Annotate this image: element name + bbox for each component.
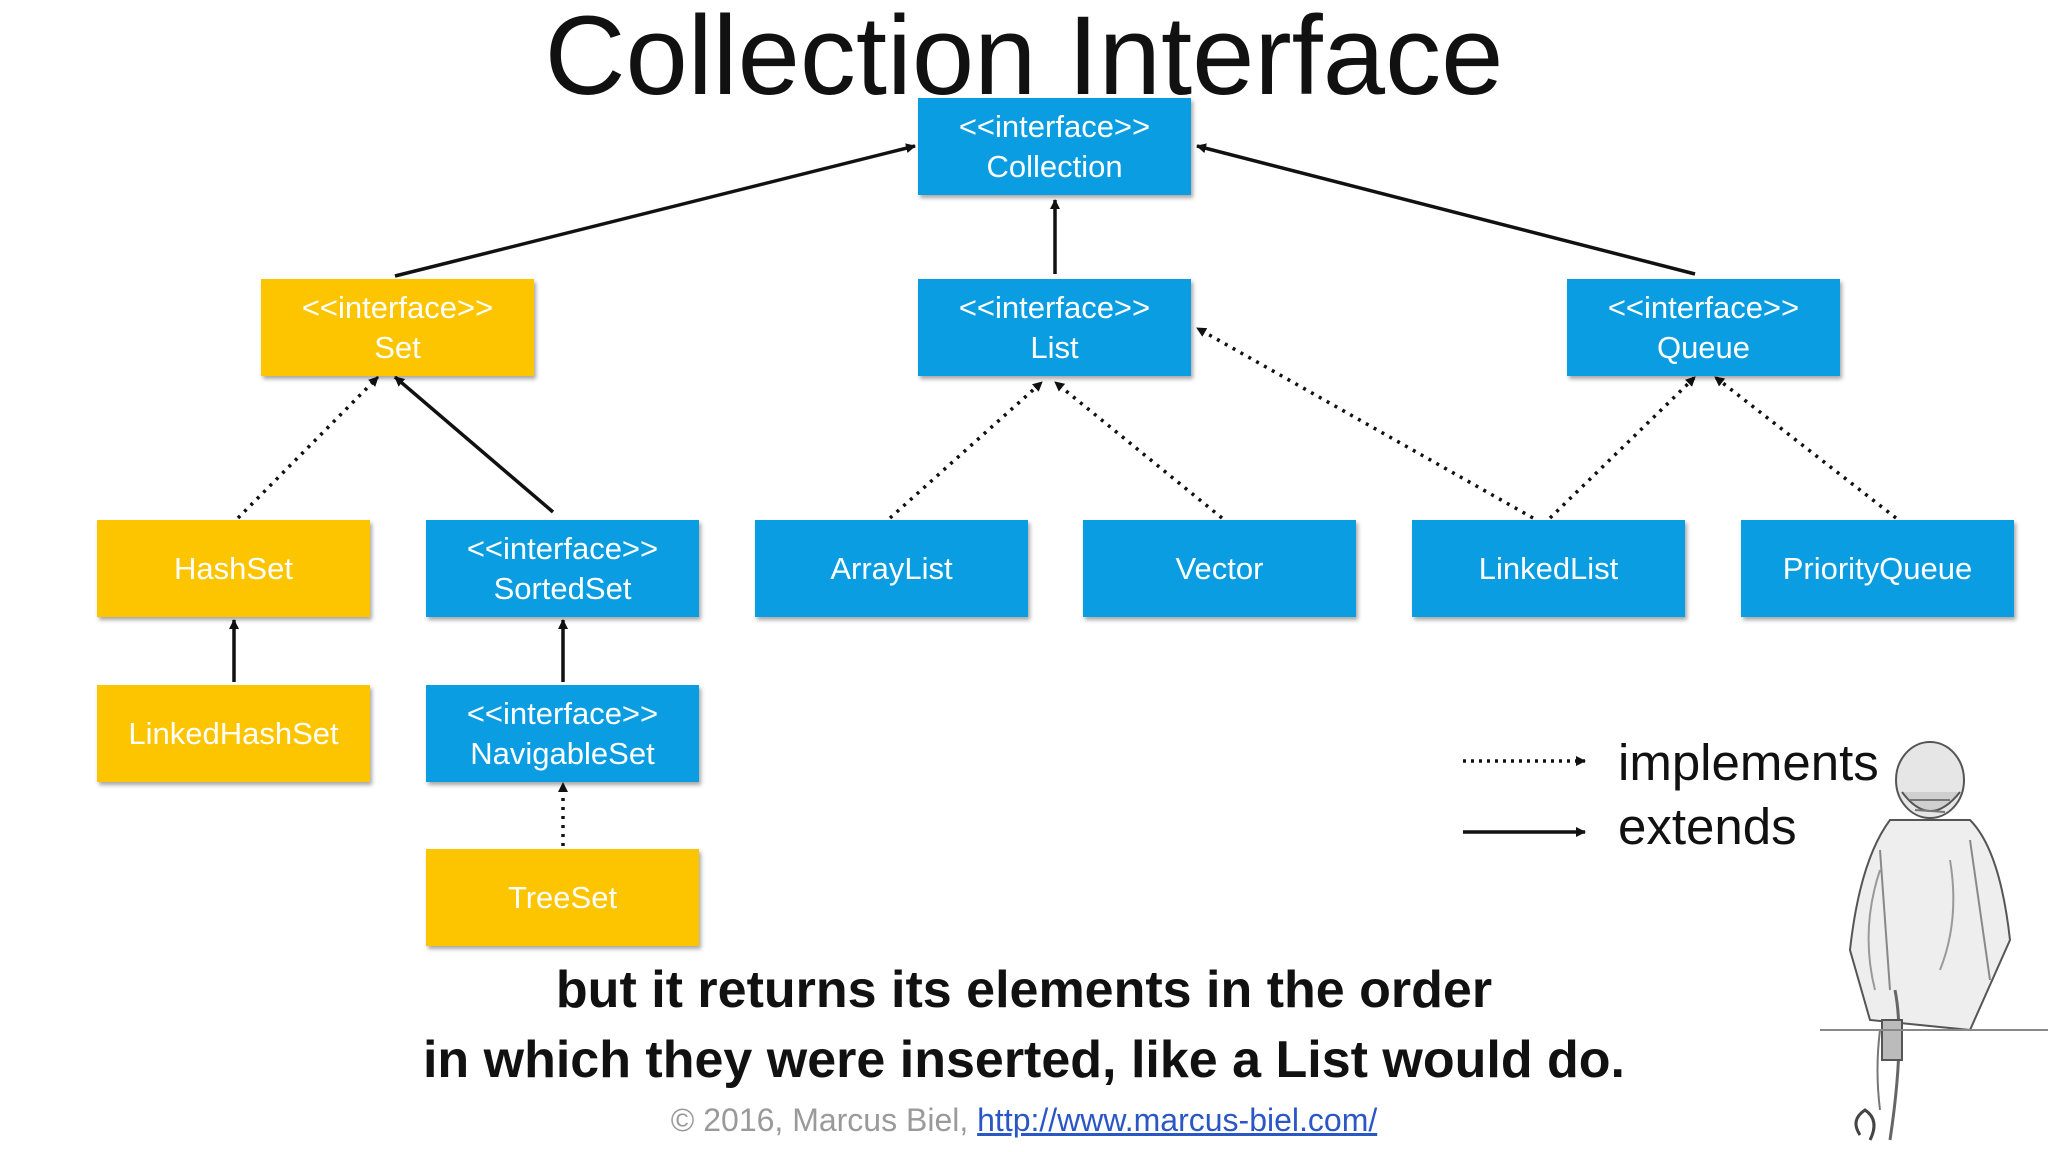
node-set-stereotype: <<interface>> [301,289,494,325]
node-list: <<interface>> List [918,279,1191,376]
edge-vector-implements-list [1053,380,1224,520]
node-priorityqueue-name: PriorityQueue [1782,550,1973,586]
footer-link[interactable]: http://www.marcus-biel.com/ [977,1102,1378,1138]
node-navigableset-name: NavigableSet [470,735,655,771]
node-sortedset: <<interface>> SortedSet [426,520,699,617]
node-navigableset: <<interface>> NavigableSet [426,685,699,782]
node-treeset-name: TreeSet [507,879,618,915]
edge-queue-extends-collection [1196,143,1696,276]
slide-title: Collection Interface [544,0,1504,118]
node-linkedlist-name: LinkedList [1478,550,1619,586]
node-linkedlist: LinkedList [1412,520,1685,617]
node-priorityqueue: PriorityQueue [1741,520,2014,617]
node-sortedset-name: SortedSet [493,570,632,606]
footer-copyright: © 2016, Marcus Biel, [670,1102,978,1138]
node-set: <<interface>> Set [261,279,534,376]
edge-hashset-implements-set [236,375,380,520]
node-queue-stereotype: <<interface>> [1607,289,1800,325]
node-queue-name: Queue [1656,329,1751,365]
node-sortedset-stereotype: <<interface>> [466,530,659,566]
node-linkedhashset-name: LinkedHashSet [128,715,339,751]
node-collection: <<interface>> Collection [918,98,1191,195]
node-list-stereotype: <<interface>> [958,289,1151,325]
edge-priorityqueue-implements-queue [1713,375,1898,520]
craftsman-illustration [1820,741,2048,1141]
edge-linkedlist-implements-list [1196,326,1534,520]
legend-implements-label: implements [1618,734,1879,791]
footer: © 2016, Marcus Biel, http://www.marcus-b… [0,1102,2048,1139]
edge-linkedlist-implements-queue [1548,375,1697,520]
node-navigableset-stereotype: <<interface>> [466,695,659,731]
node-set-name: Set [374,329,421,365]
node-treeset: TreeSet [426,849,699,946]
node-collection-stereotype: <<interface>> [958,108,1151,144]
edge-arraylist-implements-list [888,380,1044,520]
caption-line-1: but it returns its elements in the order [555,961,1493,1019]
node-queue: <<interface>> Queue [1567,279,1840,376]
node-arraylist-name: ArrayList [830,550,953,586]
node-vector-name: Vector [1175,550,1264,586]
node-hashset: HashSet [97,520,370,617]
node-list-name: List [1030,329,1079,365]
edge-set-extends-collection [394,143,916,278]
node-hashset-name: HashSet [174,550,293,586]
edge-sortedset-extends-set [393,375,555,514]
node-linkedhashset: LinkedHashSet [97,685,370,782]
node-collection-name: Collection [986,148,1123,184]
legend-extends-label: extends [1618,798,1797,855]
caption-line-2: in which they were inserted, like a List… [422,1031,1626,1089]
node-vector: Vector [1083,520,1356,617]
node-arraylist: ArrayList [755,520,1028,617]
